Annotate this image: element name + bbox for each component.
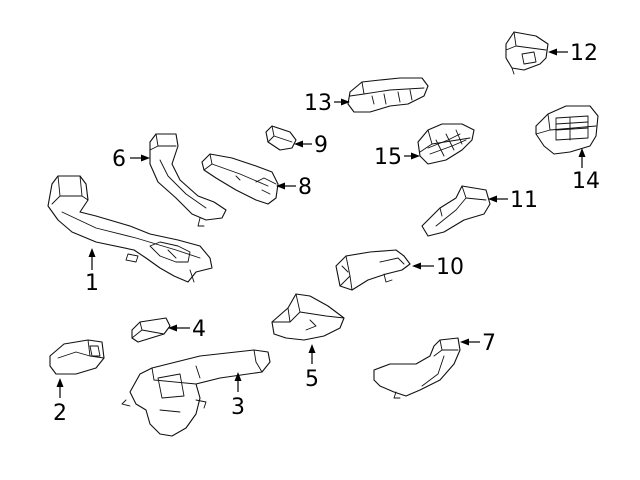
- part-15-grille-panel: [417, 123, 475, 165]
- callout-leaders: [56, 48, 586, 398]
- callout-8: 8: [298, 175, 312, 200]
- callout-12: 12: [570, 41, 598, 66]
- part-7-rear-duct: [373, 337, 461, 399]
- callout-14: 14: [572, 169, 600, 194]
- part-14-dash-vent: [535, 105, 599, 155]
- part-1-main-duct: [47, 175, 213, 283]
- part-5-floor-duct: [271, 293, 345, 341]
- callout-labels: 1 2 3 4 5 6 7 8 9 10 11 12 13 14 15: [53, 41, 600, 426]
- part-4-clip: [131, 317, 171, 343]
- part-6-vertical-duct: [149, 133, 227, 227]
- part-9-nozzle: [265, 125, 297, 151]
- part-13-grille-strip: [347, 77, 429, 113]
- callout-4: 4: [192, 317, 206, 342]
- callout-6: 6: [112, 147, 126, 172]
- callout-10: 10: [436, 255, 464, 280]
- part-10-vent-duct: [335, 249, 411, 291]
- part-3-console-duct: [121, 349, 271, 437]
- callout-5: 5: [305, 367, 319, 392]
- callout-11: 11: [510, 188, 538, 213]
- callout-13: 13: [304, 91, 332, 116]
- part-12-vent-housing: [505, 31, 549, 75]
- part-8-side-duct: [201, 153, 279, 205]
- callout-2: 2: [53, 401, 67, 426]
- callout-3: 3: [231, 395, 245, 420]
- callout-7: 7: [482, 331, 496, 356]
- part-11-upper-duct: [421, 185, 491, 237]
- callout-9: 9: [314, 133, 328, 158]
- callout-15: 15: [374, 145, 402, 170]
- callout-1: 1: [85, 271, 99, 296]
- part-2-duct-elbow: [49, 339, 105, 375]
